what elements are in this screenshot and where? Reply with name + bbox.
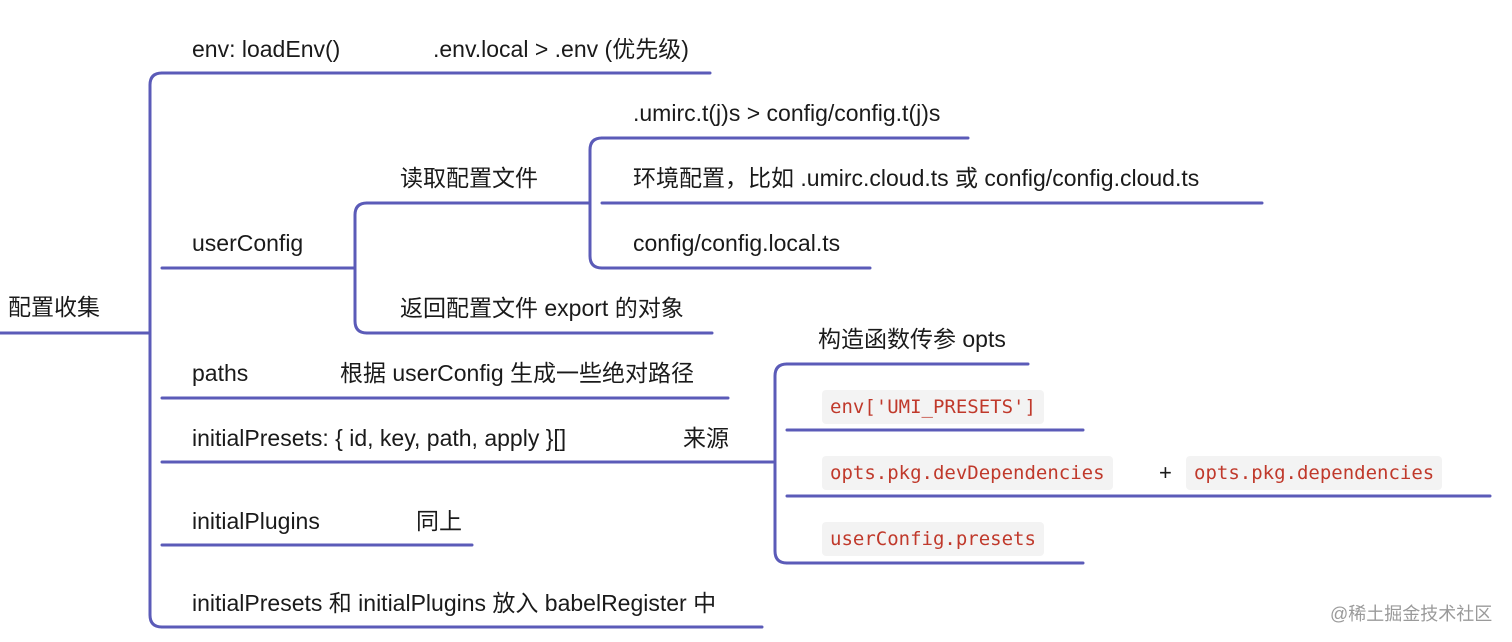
userconfig-spine	[353, 201, 369, 335]
source-item-code: opts.pkg.dependencies	[1186, 456, 1443, 490]
level1-spine	[148, 71, 164, 629]
source-item-opts: 构造函数传参 opts	[818, 326, 1006, 352]
paths-node: paths	[192, 360, 249, 386]
paths-note: 根据 userConfig 生成一些绝对路径	[340, 360, 695, 386]
userconfig-node: userConfig	[192, 230, 304, 256]
initialpresets-node: initialPresets: { id, key, path, apply }…	[192, 425, 567, 451]
babel-register-node: initialPresets 和 initialPlugins 放入 babel…	[192, 590, 717, 616]
initialplugins-note: 同上	[416, 508, 462, 534]
source-item-code: opts.pkg.devDependencies	[822, 456, 1113, 490]
source-item-code: userConfig.presets	[822, 522, 1044, 556]
source-item-code: env['UMI_PRESETS']	[822, 390, 1044, 424]
config-file-item: .umirc.t(j)s > config/config.t(j)s	[633, 100, 941, 126]
config-file-item: config/config.local.ts	[633, 230, 841, 256]
env-note: .env.local > .env (优先级)	[433, 36, 689, 62]
source-node: 来源	[683, 425, 729, 451]
initialplugins-node: initialPlugins	[192, 508, 320, 534]
read-config-node: 读取配置文件	[400, 165, 538, 191]
env-node: env: loadEnv()	[192, 36, 341, 62]
root-node: 配置收集	[8, 294, 100, 320]
watermark: @稀土掘金技术社区	[1330, 604, 1493, 624]
read-config-spine	[588, 136, 604, 270]
config-file-item: 环境配置，比如 .umirc.cloud.ts 或 config/config.…	[633, 165, 1200, 191]
plus-sign: +	[1159, 460, 1172, 485]
source-spine	[773, 362, 789, 565]
return-config-node: 返回配置文件 export 的对象	[400, 295, 684, 321]
